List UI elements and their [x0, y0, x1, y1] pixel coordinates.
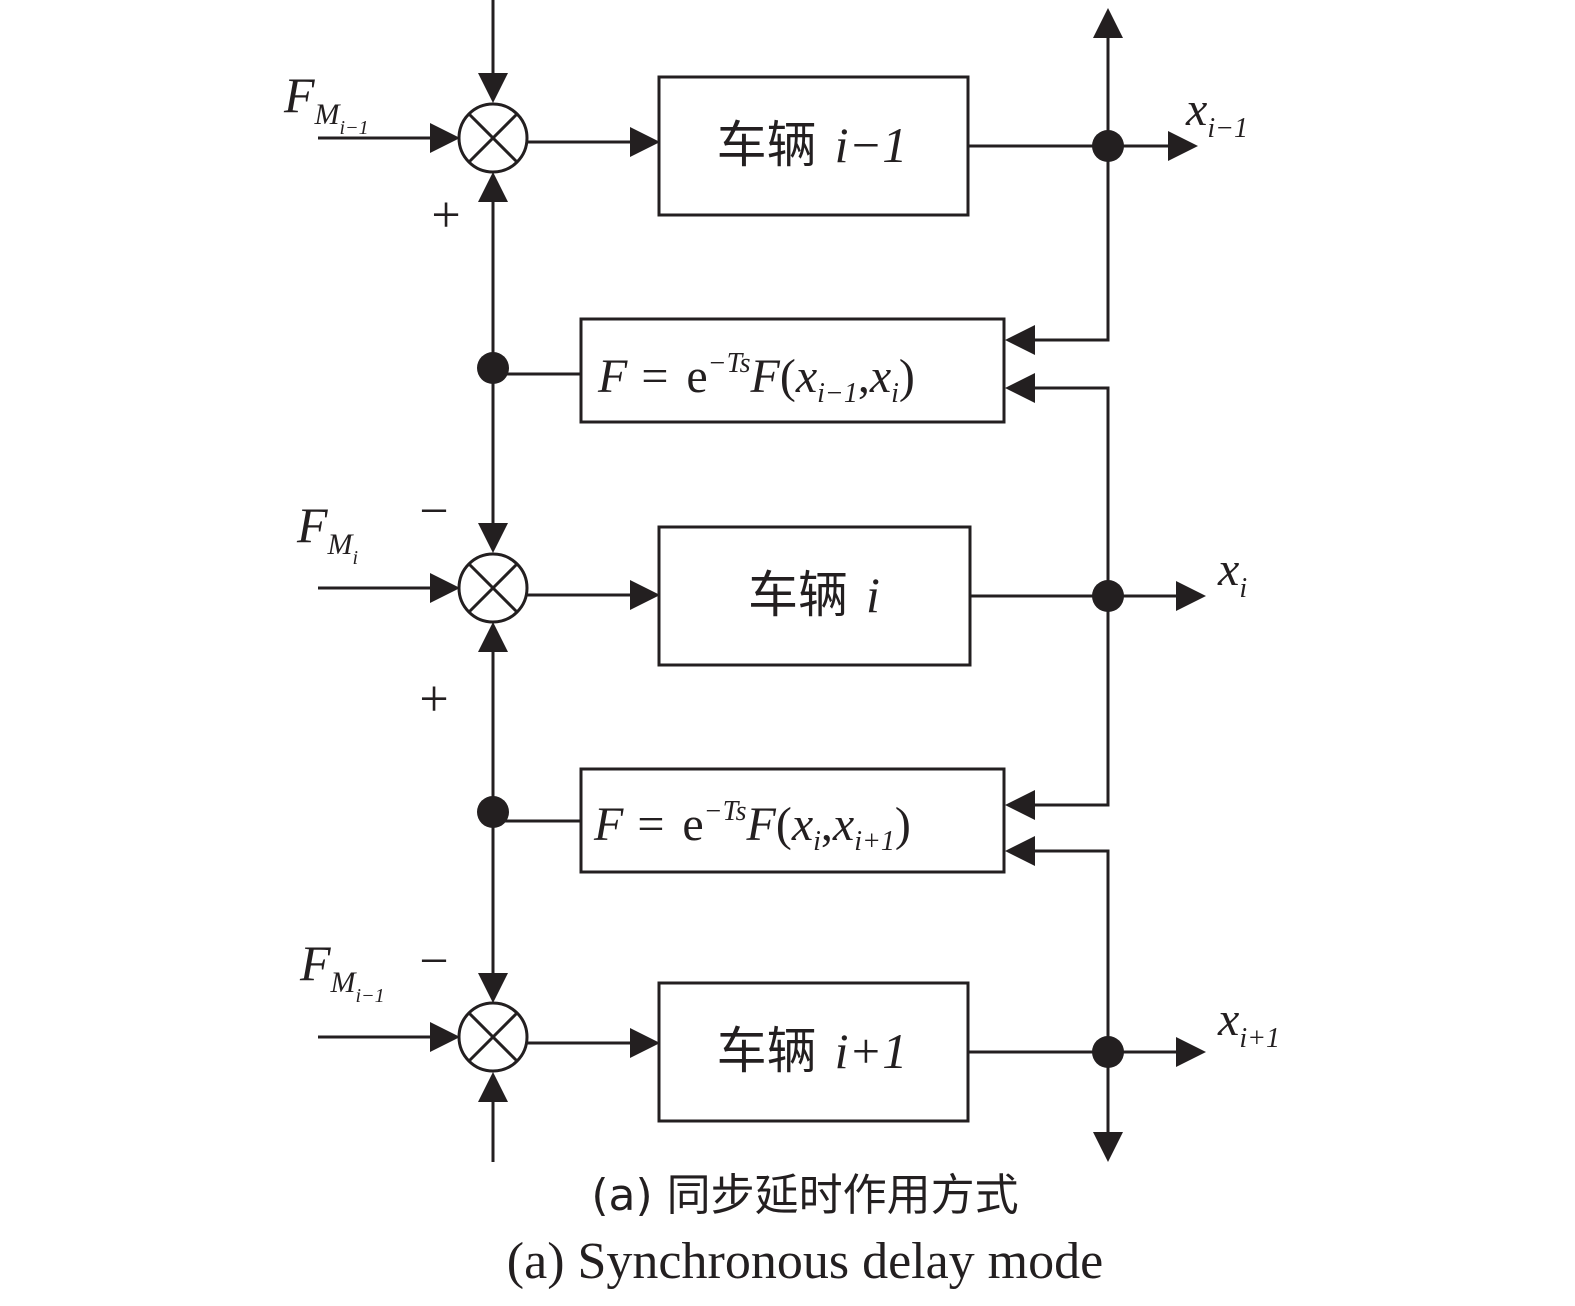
- branch-dot-left-2: [477, 796, 509, 828]
- arrow-vehicle3: [630, 1028, 660, 1058]
- sign-minus-3: −: [419, 933, 448, 990]
- sign-plus-2: +: [419, 671, 448, 728]
- feedback-2b: [1030, 849, 1110, 1052]
- summing-junction-3: [457, 1001, 529, 1073]
- output-label-2: xi: [1217, 543, 1247, 604]
- feedback-1b: [1030, 386, 1110, 596]
- sign-minus-2: −: [419, 483, 448, 540]
- summing-junction-2: [457, 552, 529, 624]
- arrow-down-sum1: [478, 73, 508, 103]
- output-arrow-1: [1168, 131, 1198, 161]
- caption-english: (a) Synchronous delay mode: [507, 1233, 1103, 1290]
- right-arrow-down: [1093, 1132, 1123, 1162]
- sign-plus-1: +: [431, 187, 460, 244]
- input-label-2: FMi: [296, 497, 358, 569]
- delay-equation-1: F=e−TsF(xi−1,xi): [597, 348, 915, 409]
- input-arrow-3: [430, 1022, 460, 1052]
- input-label-1: FMi−1: [283, 67, 369, 139]
- arrow-down-sum2: [478, 523, 508, 553]
- arrow-vehicle2: [630, 580, 660, 610]
- feedback-2a: [1030, 596, 1110, 807]
- feedback-1a: [1030, 146, 1110, 342]
- feedback-arrow-2b: [1005, 836, 1035, 866]
- input-label-3: FMi−1: [299, 935, 385, 1007]
- branch-dot-out-3: [1092, 1036, 1124, 1068]
- arrow-up-sum1: [478, 172, 508, 202]
- input-arrow-2: [430, 573, 460, 603]
- delay-equation-2: F=e−TsF(xi,xi+1): [593, 796, 911, 857]
- input-arrow-1: [430, 123, 460, 153]
- arrow-up-sum3: [478, 1072, 508, 1102]
- output-arrow-2: [1176, 581, 1206, 611]
- arrow-down-sum3: [478, 973, 508, 1003]
- arrow-up-sum2: [478, 622, 508, 652]
- caption-chinese: (a) 同步延时作用方式: [591, 1170, 1018, 1221]
- feedback-arrow-1a: [1005, 325, 1035, 355]
- right-arrow-up: [1093, 8, 1123, 38]
- output-arrow-3: [1176, 1037, 1206, 1067]
- arrow-vehicle1: [630, 127, 660, 157]
- feedback-arrow-2a: [1005, 790, 1035, 820]
- output-label-1: xi−1: [1185, 83, 1248, 144]
- branch-dot-out-2: [1092, 580, 1124, 612]
- delay-block-1: [579, 317, 1006, 424]
- feedback-arrow-1b: [1005, 373, 1035, 403]
- output-label-3: xi+1: [1217, 993, 1280, 1054]
- branch-dot-out-1: [1092, 130, 1124, 162]
- vehicle-block-3: [657, 981, 970, 1123]
- delay-block-2: [579, 767, 1006, 874]
- summing-junction-1: [457, 102, 529, 174]
- branch-dot-left-1: [477, 352, 509, 384]
